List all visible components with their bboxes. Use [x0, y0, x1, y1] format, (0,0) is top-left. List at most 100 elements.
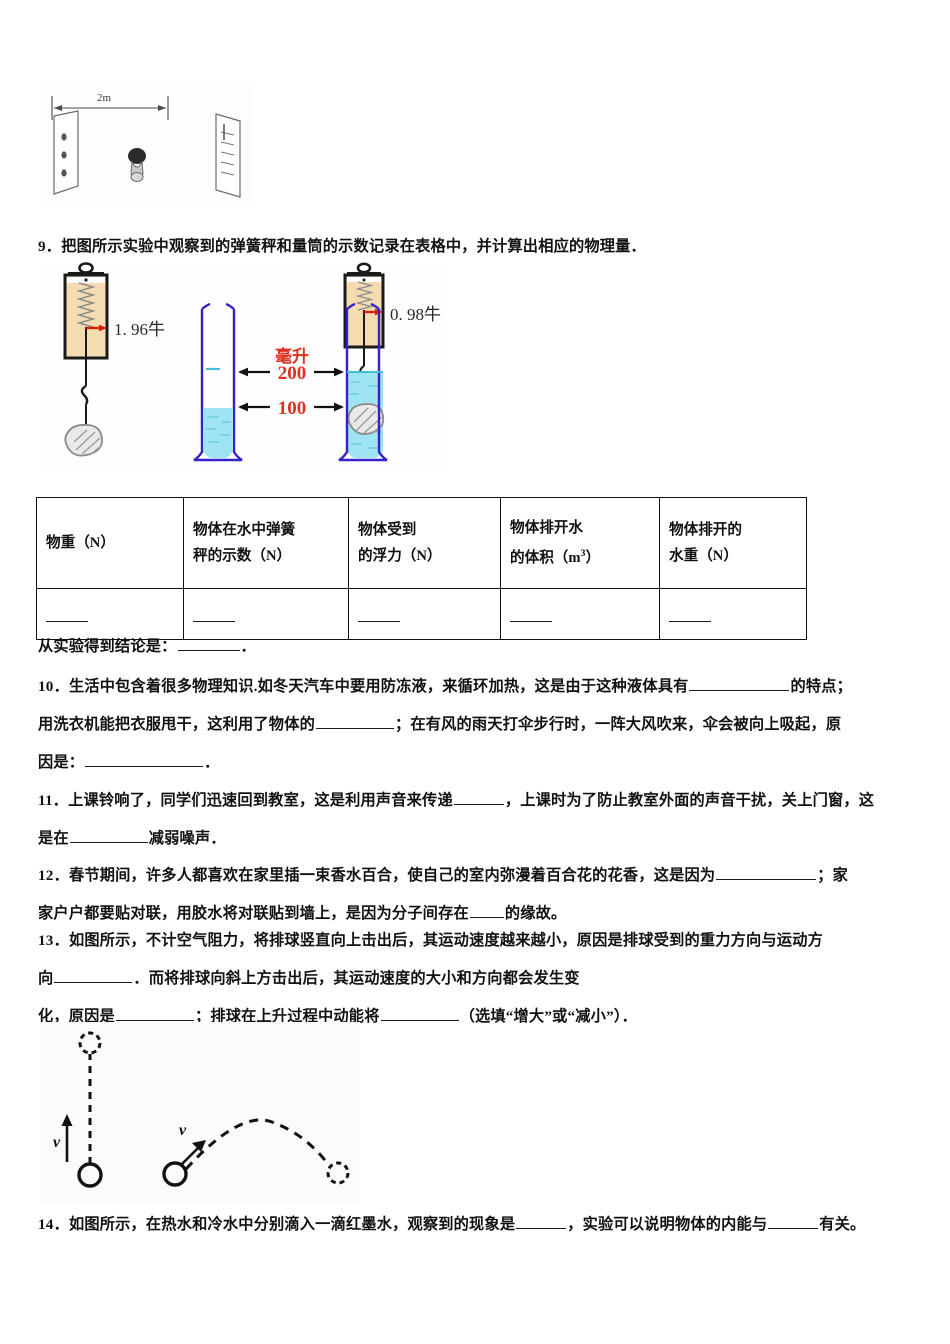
q12-line2b: 的缘故。	[504, 905, 567, 922]
dimension-line	[51, 96, 169, 120]
cylinder-unit-label: 毫升	[275, 346, 309, 366]
q11-number: 11．	[38, 792, 69, 809]
spring-coil-right	[355, 281, 374, 311]
spring-scale-left: 1. 96牛	[63, 262, 165, 457]
q11-blank-2[interactable]	[69, 828, 148, 843]
q12-number: 12．	[38, 867, 69, 884]
q11-line2a: 是在	[38, 830, 69, 847]
q14-line1c: 有关。	[819, 1216, 866, 1233]
velocity-arrow-oblique-head	[192, 1140, 206, 1152]
q10-blank-2[interactable]	[315, 714, 394, 729]
table-value-cell-displaced-volume[interactable]	[500, 588, 660, 640]
q12-blank-1[interactable]	[716, 865, 817, 880]
q13-line2a: 向	[38, 970, 54, 987]
spring-scale-right: 0. 98牛	[343, 262, 441, 404]
velocity-label-oblique: v	[179, 1122, 187, 1139]
value-blank[interactable]	[358, 610, 400, 622]
dimension-arrow-right	[158, 105, 166, 111]
q10-blank-1[interactable]	[689, 676, 790, 691]
header-line-volume: 的体积（m3）	[510, 548, 601, 566]
stone-left	[64, 423, 103, 457]
scale-left-reading: 1. 96牛	[114, 320, 165, 339]
table-value-cell-buoyant-force[interactable]	[348, 588, 501, 640]
q13-line2b: ．而将排球向斜上方击出后，其运动速度的大小和方向都会发生变	[133, 970, 580, 987]
hook-left	[80, 384, 89, 405]
q11-line1a: 上课铃响了，同学们迅速回到教室，这是利用声音来传递	[68, 792, 453, 809]
table-value-row	[36, 588, 807, 640]
header-line: 的浮力（N）	[358, 548, 442, 564]
ball-start-oblique	[162, 1161, 188, 1187]
q13-blank-3[interactable]	[380, 1006, 459, 1021]
table-header-cell-buoyant-force: 物体受到 的浮力（N）	[348, 497, 501, 589]
right-panel-shape	[215, 113, 241, 198]
q10-number: 10．	[38, 678, 69, 695]
distance-label: 2m	[97, 92, 112, 104]
q13-line1a: 如图所示，不计空气阻力，将排球竖直向上击出后，其运动速度越来越小，原因是排球受到…	[68, 932, 823, 949]
q13-number: 13．	[38, 932, 69, 949]
buoyancy-data-table-wrapper: 物重（N） 物体在水中弹簧 秤的示数（N） 物体受到 的浮力（N） 物体排开水 …	[36, 497, 807, 640]
cylinder-mark-lower: 100	[278, 398, 307, 419]
q11-line2b: 减弱噪声．	[148, 830, 226, 847]
q13-blank-2[interactable]	[115, 1006, 194, 1021]
header-line: 物体在水中弹簧	[193, 522, 296, 538]
q14-blank-1[interactable]	[516, 1214, 567, 1229]
q12-blank-2[interactable]	[469, 903, 504, 918]
value-blank[interactable]	[510, 610, 552, 622]
header-line: 物体排开水	[510, 520, 583, 537]
conclusion-prefix: 从实验得到结论是：	[38, 638, 177, 655]
q14-line1b: ，实验可以说明物体的内能与	[567, 1216, 768, 1233]
pointer-arrow-left	[86, 324, 107, 332]
figure-spring-scale-experiment: 1. 96牛 毫升	[42, 262, 450, 472]
table-value-cell-displaced-weight[interactable]	[659, 588, 807, 640]
stone-right	[347, 403, 385, 435]
q9-text: 把图所示实验中观察到的弹簧秤和量筒的示数记录在表格中，并计算出相应的物理量．	[61, 238, 646, 255]
conclusion-line: 从实验得到结论是：．	[38, 628, 928, 666]
q13-blank-1[interactable]	[54, 968, 133, 983]
header-line: 秤的示数（N）	[193, 548, 292, 564]
q14-blank-2[interactable]	[768, 1214, 819, 1229]
q11-line1b: ，上课时为了防止教室外面的声音干扰，关上门窗，这	[504, 792, 875, 809]
question-11: 11．上课铃响了，同学们迅速回到教室，这是利用声音来传递 ，上课时为了防止教室外面…	[38, 782, 928, 858]
ball-end-vertical	[78, 1031, 102, 1055]
table-value-cell-scale-reading[interactable]	[183, 588, 349, 640]
q11-blank-1[interactable]	[453, 790, 504, 805]
spring-coil-left	[76, 282, 96, 328]
value-blank[interactable]	[669, 610, 711, 622]
question-12: 12．春节期间，许多人都喜欢在家里插一束香水百合，使自己的室内弥漫着百合花的花香…	[38, 857, 928, 933]
header-line: 物体受到	[358, 522, 417, 538]
velocity-arrow-oblique-shaft	[179, 1145, 201, 1167]
header-line: 物体排开的	[669, 522, 742, 538]
ball-end-oblique	[326, 1161, 350, 1185]
q13-line3b: ；排球在上升过程中动能将	[194, 1008, 380, 1025]
table-header-cell-displaced-volume: 物体排开水 的体积（m3）	[500, 497, 660, 589]
conclusion-blank[interactable]	[177, 636, 240, 651]
graduated-cylinder-right	[338, 302, 388, 462]
q9-number: 9．	[38, 238, 62, 255]
dimension-arrow-left	[54, 105, 62, 111]
question-10: 10．生活中包含着很多物理知识.如冬天汽车中要用防冻液，来循环加热，这是由于这种…	[38, 668, 928, 782]
graduated-cylinder-left	[193, 302, 243, 462]
q10-blank-3[interactable]	[85, 752, 204, 767]
left-panel-holes	[61, 133, 67, 177]
table-value-cell-weight[interactable]	[36, 588, 184, 640]
q10-line2a: 用洗衣机能把衣服甩干，这利用了物体的	[38, 716, 315, 733]
q10-line2b: ；在有风的雨天打伞步行时，一阵大风吹来，伞会被向上吸起，原	[394, 716, 842, 733]
header-line: 水重（N）	[669, 548, 738, 564]
figure-walls-distance: 2m	[40, 84, 252, 204]
mark-100-group: 100	[238, 398, 344, 419]
value-blank[interactable]	[46, 610, 88, 622]
table-header-row: 物重（N） 物体在水中弹簧 秤的示数（N） 物体受到 的浮力（N） 物体排开水 …	[36, 497, 807, 589]
q12-line1a: 春节期间，许多人都喜欢在家里插一束香水百合，使自己的室内弥漫着百合花的花香，这是…	[68, 867, 716, 884]
cylinder-mark-upper: 200	[278, 363, 307, 384]
q10-line3b: ．	[204, 754, 220, 771]
vertical-throw-group: v	[53, 1031, 103, 1188]
water-left	[203, 408, 233, 458]
q10-line3a: 因是：	[38, 754, 85, 771]
velocity-arrow-vertical-head	[61, 1114, 73, 1126]
scale-right-reading: 0. 98牛	[390, 305, 441, 324]
value-blank[interactable]	[193, 610, 235, 622]
question-14: 14．如图所示，在热水和冷水中分别滴入一滴红墨水，观察到的现象是，实验可以说明物…	[38, 1206, 928, 1244]
table-header-cell-weight: 物重（N）	[36, 497, 184, 589]
mark-200-group: 200	[238, 363, 344, 384]
question-13: 13．如图所示，不计空气阻力，将排球竖直向上击出后，其运动速度越来越小，原因是排…	[38, 922, 928, 1036]
